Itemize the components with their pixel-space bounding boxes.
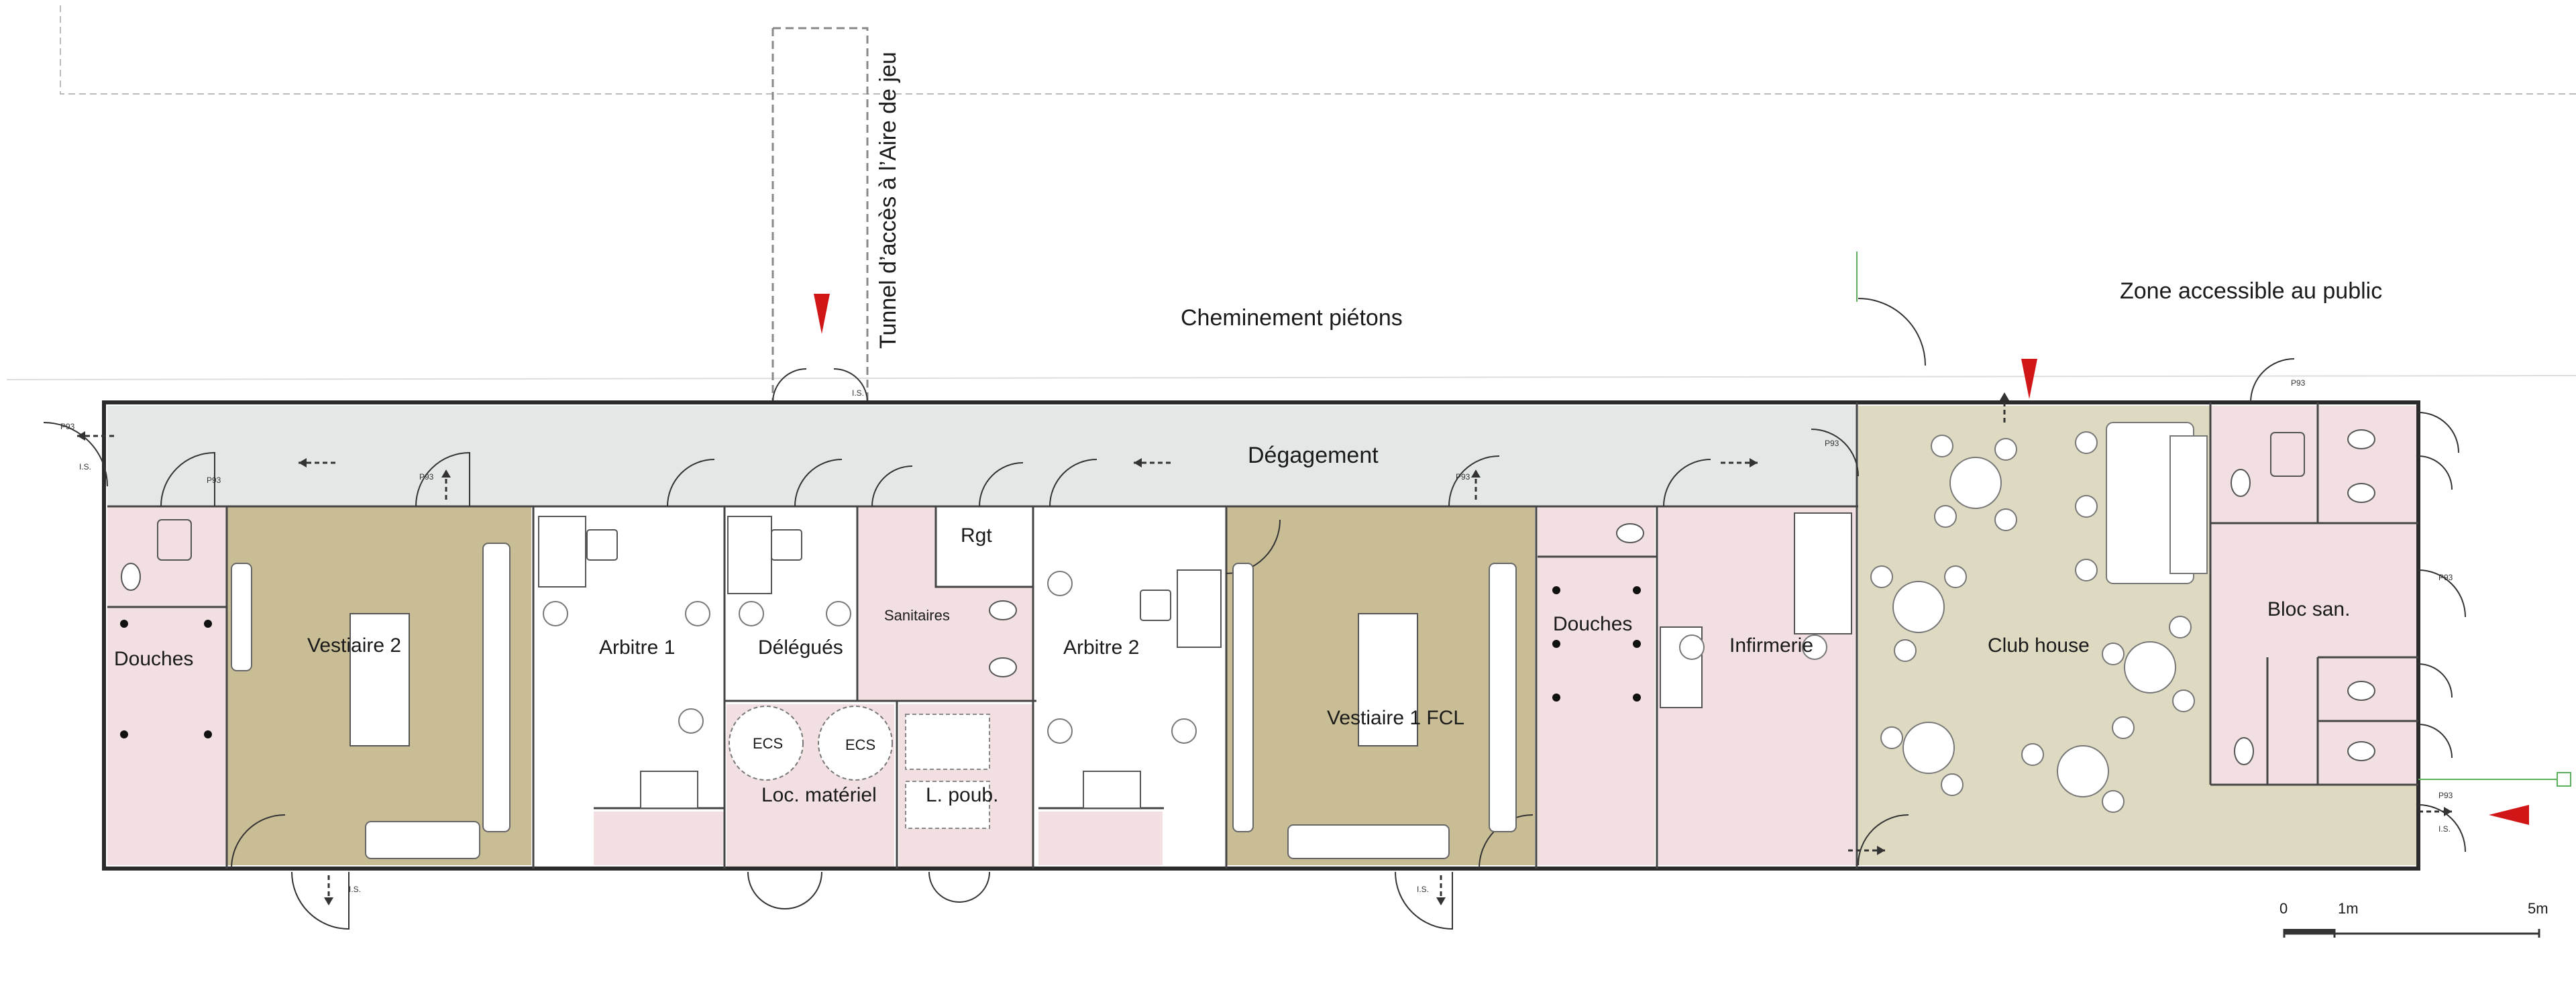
- club-house-furniture: [1870, 422, 2208, 813]
- corridor-degagement: [107, 406, 1858, 506]
- room-shower-arbitre-2: [1038, 812, 1163, 865]
- room-rgt: [936, 506, 1033, 587]
- room-arbitre-2: [1036, 506, 1224, 865]
- table-icon: [350, 613, 410, 746]
- room-wc-left: [107, 506, 227, 607]
- label-rgt: Rgt: [961, 524, 992, 547]
- site-boundary: [6, 5, 2576, 380]
- desk-furniture: [538, 512, 1852, 809]
- service-line: [1856, 252, 2571, 787]
- label-vestiaire-1: Vestiaire 1 FCL: [1327, 707, 1464, 729]
- svg-text:P93: P93: [2438, 573, 2453, 582]
- room-douches-right: [1538, 506, 1655, 865]
- chair-icon: [543, 571, 1827, 744]
- svg-text:P93: P93: [2438, 791, 2453, 800]
- ecs-tanks: [729, 706, 990, 829]
- svg-text:1m: 1m: [2338, 900, 2359, 917]
- label-infirmerie: Infirmerie: [1729, 634, 1813, 657]
- scale-bar: 0 1m 5m: [2279, 900, 2548, 938]
- svg-text:I.S.: I.S.: [79, 462, 91, 471]
- label-degagement: Dégagement: [1248, 443, 1379, 468]
- label-ecs-2: ECS: [845, 736, 875, 753]
- svg-text:P93: P93: [419, 472, 434, 482]
- room-club-house-extension: [2210, 785, 2418, 865]
- arrow-marker-icon: [77, 392, 2452, 905]
- label-sanitaires: Sanitaires: [884, 607, 950, 624]
- svg-text:P93: P93: [1825, 439, 1839, 448]
- label-douches-right: Douches: [1553, 613, 1632, 635]
- label-bloc-san: Bloc san.: [2267, 598, 2350, 620]
- room-shower-arbitre-1: [594, 812, 724, 865]
- door-tags: P93 I.S. P93 P93 I.S. P93 P93 I.S. I.S. …: [60, 378, 2453, 894]
- toilet-icon: [121, 429, 2375, 765]
- table-icon: [1358, 613, 1418, 746]
- svg-text:P93: P93: [2291, 378, 2306, 388]
- svg-text:5m: 5m: [2528, 900, 2548, 917]
- label-delegues: Délégués: [758, 636, 843, 659]
- svg-text:I.S.: I.S.: [1417, 885, 1429, 894]
- svg-text:P93: P93: [207, 476, 221, 485]
- bench-icon: [231, 543, 1517, 859]
- label-vestiaire-2: Vestiaire 2: [307, 634, 401, 657]
- label-zone-public: Zone accessible au public: [2120, 278, 2382, 304]
- svg-text:I.S.: I.S.: [349, 885, 361, 894]
- svg-text:0: 0: [2279, 900, 2288, 917]
- label-l-poub: L. poub.: [926, 784, 998, 806]
- svg-text:I.S.: I.S.: [852, 388, 864, 398]
- label-cheminement: Cheminement piétons: [1181, 305, 1403, 331]
- tunnel-outline: [771, 27, 869, 403]
- label-arbitre-1: Arbitre 1: [599, 636, 675, 659]
- room-bloc-san: [2210, 406, 2418, 785]
- label-arbitre-2: Arbitre 2: [1063, 636, 1139, 659]
- label-loc-materiel: Loc. matériel: [761, 784, 877, 806]
- svg-text:I.S.: I.S.: [2438, 824, 2451, 834]
- label-ecs-1: ECS: [753, 735, 783, 752]
- label-douches-left: Douches: [114, 648, 193, 670]
- svg-text:P93: P93: [60, 422, 75, 431]
- entry-marker-icon: [814, 294, 2529, 825]
- label-club-house: Club house: [1988, 634, 2090, 657]
- door-swings: [43, 298, 2466, 930]
- label-tunnel: Tunnel d’accès à l’Aire de jeu: [875, 52, 901, 349]
- shower-icon: [120, 586, 1641, 738]
- svg-text:P93: P93: [1456, 472, 1470, 482]
- walls: [102, 400, 2420, 871]
- wheelchair-wc-icon: [157, 432, 2305, 561]
